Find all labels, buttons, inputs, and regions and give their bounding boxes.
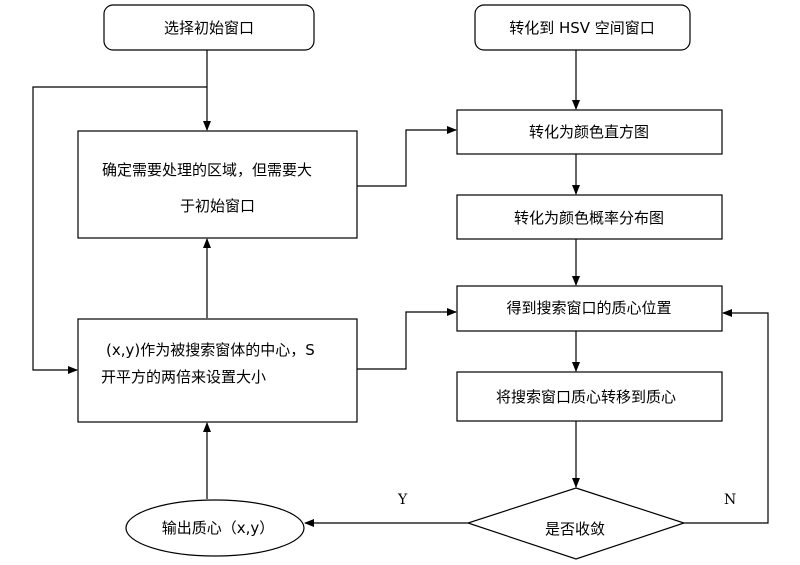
- node-center-line1: (x,y)作为被搜索窗体的中心，S: [106, 341, 315, 359]
- node-centroid-label: 得到搜索窗口的质心位置: [506, 299, 671, 317]
- node-centroid: 得到搜索窗口的质心位置: [456, 285, 723, 332]
- node-hsv: 转化到 HSV 空间窗口: [474, 4, 691, 51]
- node-hist: 转化为颜色直方图: [456, 109, 723, 155]
- edge-label-yes: Y: [397, 492, 408, 508]
- node-center: (x,y)作为被搜索窗体的中心，S 开平方的两倍来设置大小: [77, 318, 358, 423]
- edge-center-to-centroid: [357, 308, 457, 370]
- edge-region-to-hist: [357, 126, 457, 187]
- node-move-label: 将搜索窗口质心转移到质心: [496, 388, 676, 406]
- edge-label-no: N: [724, 492, 736, 508]
- edge-converge-no-to-centroid: [684, 309, 769, 524]
- node-prob: 转化为颜色概率分布图: [456, 194, 723, 240]
- node-region-line2: 于初始窗口: [180, 197, 255, 215]
- node-output-label: 输出质心（x,y）: [162, 519, 275, 537]
- node-start: 选择初始窗口: [103, 4, 315, 51]
- node-hsv-label: 转化到 HSV 空间窗口: [509, 19, 655, 37]
- node-region-line1: 确定需要处理的区域，但需要大: [102, 161, 312, 179]
- node-hist-label: 转化为颜色直方图: [529, 123, 649, 141]
- node-prob-label: 转化为颜色概率分布图: [514, 209, 664, 227]
- node-start-label: 选择初始窗口: [164, 19, 254, 37]
- node-converge-label: 是否收敛: [545, 520, 605, 538]
- node-move: 将搜索窗口质心转移到质心: [456, 371, 723, 422]
- node-region: 确定需要处理的区域，但需要大 于初始窗口: [77, 130, 358, 239]
- node-converge: 是否收敛: [466, 487, 686, 560]
- edge-loop-to-center: [32, 86, 207, 374]
- node-output: 输出质心（x,y）: [125, 499, 305, 557]
- node-center-line2: 开平方的两倍来设置大小: [101, 368, 266, 386]
